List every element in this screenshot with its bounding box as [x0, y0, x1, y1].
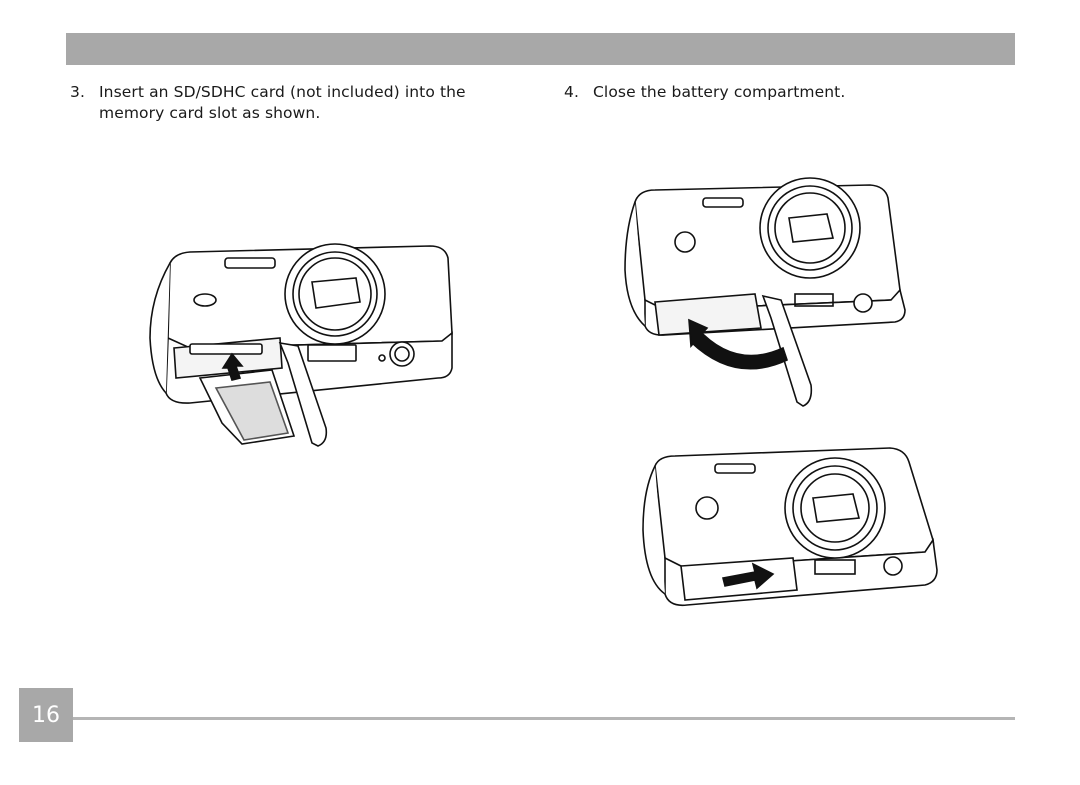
sd-card-insertion-illustration [130, 228, 470, 468]
step-4-text: Close the battery compartment. [593, 83, 846, 101]
footer-rule [73, 717, 1015, 720]
step-4: 4. Close the battery compartment. [564, 82, 1004, 103]
door-closing-illustration [605, 170, 920, 415]
curved-arrow-icon [688, 318, 788, 370]
step-3-text: Insert an SD/SDHC card (not included) in… [99, 83, 466, 122]
ge-logo-icon [193, 293, 217, 307]
arrow-up-icon [221, 352, 244, 381]
step-3: 3. Insert an SD/SDHC card (not included)… [70, 82, 530, 124]
ge-logo-icon [674, 231, 696, 253]
arrow-right-icon [722, 562, 775, 590]
header-bar [66, 33, 1015, 65]
door-locking-illustration [625, 440, 950, 615]
step-4-number: 4. [564, 83, 579, 101]
sd-card-icon [198, 369, 296, 445]
ge-logo-icon [695, 496, 719, 520]
page-number: 16 [19, 688, 73, 742]
step-3-number: 3. [70, 83, 85, 101]
